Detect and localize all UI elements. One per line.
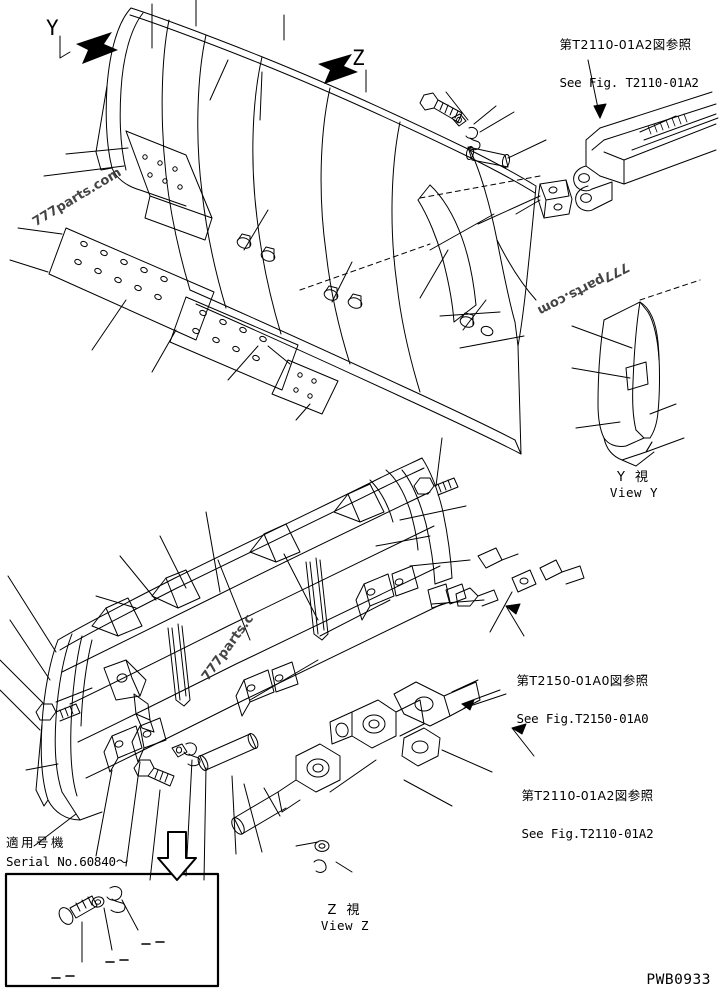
reference-note-jp: 第T2150-01A0図参照: [516, 672, 649, 688]
cotter-pin-upper: [465, 127, 481, 151]
reference-note-jp: 第T2110-01A2図参照: [559, 36, 692, 52]
washer-upper: [451, 113, 467, 127]
cotter-pin-lower: [183, 742, 201, 767]
reference-note-top-right: 第T2110-01A2図参照 See Fig. T2110-01A2: [521, 16, 699, 110]
bolt-left-lower: [35, 703, 81, 722]
section-arrow-y: [76, 32, 118, 64]
section-arrow-z: [318, 54, 358, 84]
reference-note-en: See Fig.T2110-01A2: [521, 825, 654, 841]
view-caption-y: Y 視 View Y: [594, 466, 674, 500]
bracket-block-upper: [537, 179, 573, 219]
pin-lower: [197, 733, 259, 771]
section-mark-z-letter: Z: [352, 46, 365, 70]
bolt-right-upper-lower: [413, 477, 459, 496]
ball-joint-assembly-a: [329, 699, 425, 749]
serial-number-note: 適用号機 Serial No.60840〜: [6, 832, 128, 870]
reference-note-jp: 第T2110-01A2図参照: [521, 787, 654, 803]
view-caption-z: Z 視 View Z: [300, 899, 390, 933]
view-y-detail: [571, 279, 701, 467]
reference-note-en: See Fig. T2110-01A2: [559, 74, 699, 90]
ball-joint-assembly-b: [277, 743, 341, 813]
upper-blade-assembly: [9, 0, 607, 455]
drawing-number: PWB0933: [646, 972, 711, 988]
pin-shaft-upper: [465, 145, 511, 169]
reference-note-en: See Fig.T2150-01A0: [516, 710, 649, 726]
lower-blade-assembly: [0, 437, 585, 881]
view-caption-z-en: View Z: [320, 918, 370, 933]
bolt-upper: [419, 92, 463, 123]
view-caption-z-jp: Z 視: [327, 903, 363, 918]
section-mark-y-letter: Y: [46, 16, 59, 40]
reference-note-mid-right: 第T2150-01A0図参照 See Fig.T2150-01A0: [478, 652, 649, 746]
serial-note-en: Serial No.60840〜: [6, 854, 129, 869]
serial-note-jp: 適用号機: [6, 835, 67, 850]
view-caption-y-en: View Y: [609, 485, 659, 500]
push-arm-assembly: [573, 91, 719, 212]
serial-number-inset: [4, 872, 220, 988]
view-caption-y-jp: Y 視: [616, 470, 652, 485]
drag-link-lower: [231, 791, 287, 835]
serial-note-arrow: [157, 831, 197, 881]
washer-lower: [171, 743, 188, 758]
reference-note-bottom-right: 第T2110-01A2図参照 See Fig.T2110-01A2: [483, 767, 654, 861]
socket-right-lower: [401, 727, 441, 767]
